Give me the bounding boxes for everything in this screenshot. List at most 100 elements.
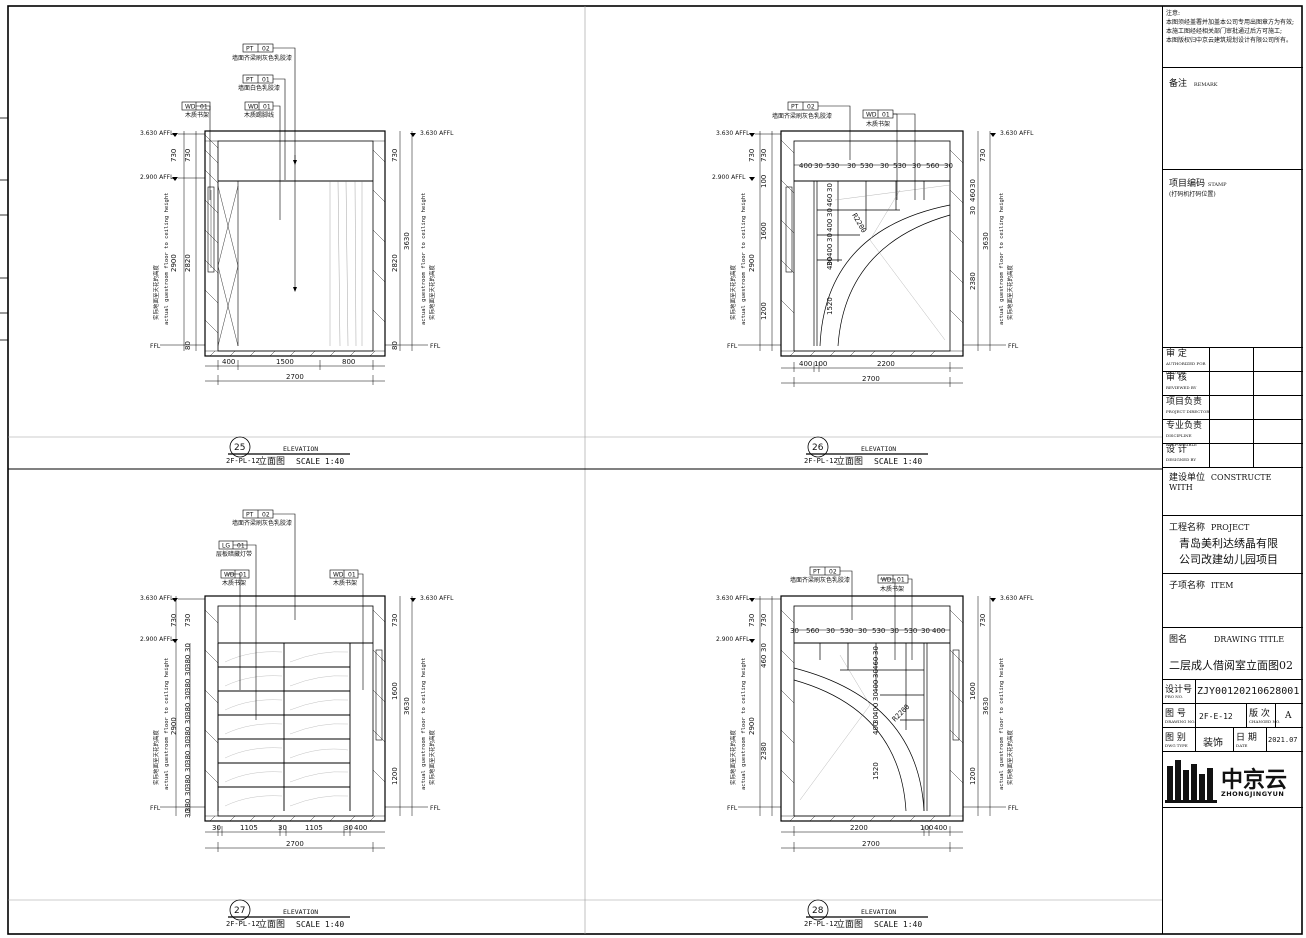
svg-text:3630: 3630 [403, 697, 411, 715]
svg-text:01: 01 [262, 77, 270, 84]
project-number-label-en: STAMP [1207, 182, 1227, 188]
svg-text:27: 27 [234, 906, 245, 916]
svg-text:30: 30 [184, 643, 192, 652]
design-number-row: 设计号 PRO NO. ZJY00120210628001 [1163, 680, 1303, 704]
svg-text:80: 80 [391, 341, 399, 350]
svg-text:730: 730 [760, 614, 768, 627]
svg-text:FFL: FFL [727, 805, 738, 812]
svg-text:3.630 AFFL: 3.630 AFFL [1000, 130, 1034, 137]
svg-text:30: 30 [760, 643, 768, 652]
svg-text:01: 01 [897, 577, 905, 584]
svg-text:1200: 1200 [969, 767, 977, 785]
project-name-label-en: PROJECT [1210, 523, 1250, 532]
svg-text:墙面齐梁刷灰色乳胶漆: 墙面齐梁刷灰色乳胶漆 [232, 519, 292, 527]
svg-text:木质踢脚线: 木质踢脚线 [244, 111, 274, 119]
logo-text: 中京云 [1221, 767, 1288, 793]
constructor-section: 建设单位 CONSTRUCTE WITH [1163, 468, 1303, 516]
svg-text:560: 560 [806, 627, 819, 635]
svg-text:2F-PL-12: 2F-PL-12 [804, 920, 838, 928]
svg-text:立面图: 立面图 [836, 918, 863, 930]
svg-text:FFL: FFL [727, 343, 738, 350]
svg-text:380: 380 [184, 799, 192, 812]
svg-text:墙面齐梁刷灰色乳胶漆: 墙面齐梁刷灰色乳胶漆 [772, 112, 832, 120]
svg-text:400: 400 [826, 257, 834, 270]
svg-text:实际地面至天花的高度: 实际地面至天花的高度 [729, 264, 737, 320]
svg-text:实际地面至天花的高度: 实际地面至天花的高度 [1006, 264, 1014, 320]
svg-text:30: 30 [872, 646, 880, 655]
svg-text:actual guestroom floor to ceil: actual guestroom floor to ceiling height [421, 193, 427, 325]
svg-text:1520: 1520 [826, 297, 834, 315]
svg-text:30: 30 [790, 627, 799, 635]
svg-text:01: 01 [882, 112, 890, 119]
design-number-label: 设计号 [1165, 685, 1193, 695]
svg-text:actual guestroom floor to ceil: actual guestroom floor to ceiling height [164, 658, 170, 790]
svg-text:800: 800 [342, 358, 355, 366]
remarks-label: 备注 [1169, 79, 1188, 89]
svg-text:400: 400 [826, 244, 834, 257]
svg-text:2.900 AFFL: 2.900 AFFL [712, 174, 746, 181]
signature-role-en: AUTHORIZED FOR ISSUE BY [1166, 361, 1206, 375]
svg-text:30: 30 [872, 692, 880, 701]
svg-text:SCALE 1:40: SCALE 1:40 [874, 920, 922, 929]
svg-text:400: 400 [354, 824, 367, 832]
svg-text:1600: 1600 [391, 682, 399, 700]
svg-text:实际地面至天花的高度: 实际地面至天花的高度 [729, 729, 737, 785]
svg-text:560: 560 [926, 162, 939, 170]
svg-text:ELEVATION: ELEVATION [861, 908, 896, 916]
svg-text:730: 730 [184, 614, 192, 627]
svg-text:2900: 2900 [170, 717, 178, 735]
svg-text:1105: 1105 [305, 824, 323, 832]
svg-text:PT: PT [791, 104, 799, 111]
svg-text:2820: 2820 [184, 254, 192, 272]
svg-text:01: 01 [348, 572, 356, 579]
svg-text:530: 530 [826, 162, 839, 170]
svg-text:530: 530 [840, 627, 853, 635]
item-label-en: ITEM [1210, 581, 1234, 590]
svg-text:3630: 3630 [982, 232, 990, 250]
svg-text:30: 30 [912, 162, 921, 170]
svg-text:3.630 AFFL: 3.630 AFFL [1000, 595, 1034, 602]
category-label: 图 别 [1165, 733, 1186, 743]
svg-text:实际地面至天花的高度: 实际地面至天花的高度 [1006, 729, 1014, 785]
svg-text:400: 400 [826, 219, 834, 232]
drawing-number-label-en: DRAWING NO. [1165, 719, 1196, 724]
svg-text:530: 530 [872, 627, 885, 635]
signature-row: 审 定 AUTHORIZED FOR ISSUE BY [1163, 348, 1303, 375]
svg-text:墙面白色乳胶漆: 墙面白色乳胶漆 [238, 84, 280, 92]
svg-text:460: 460 [826, 194, 834, 207]
svg-text:730: 730 [748, 149, 756, 162]
design-number-label-en: PRO NO. [1165, 694, 1184, 699]
title-block: 注意: 本图须经盖署并加盖本公司专用出图章方为有效; 本施工图经经相关部门审批通… [1162, 6, 1303, 934]
drawing-number-label: 图 号 [1165, 709, 1186, 719]
svg-text:WD: WD [881, 577, 892, 584]
project-number-note: (打码机打码位置) [1169, 191, 1216, 198]
svg-text:1200: 1200 [760, 302, 768, 320]
svg-text:730: 730 [391, 149, 399, 162]
svg-text:30: 30 [921, 627, 930, 635]
svg-text:730: 730 [760, 149, 768, 162]
svg-text:actual guestroom floor to ceil: actual guestroom floor to ceiling height [999, 193, 1005, 325]
svg-text:380: 380 [184, 727, 192, 740]
revision-value: A [1285, 711, 1292, 721]
svg-text:30: 30 [858, 627, 867, 635]
date-value: 2021.07 [1268, 736, 1298, 744]
constructor-label-en: CONSTRUCTE WITH [1169, 473, 1272, 492]
svg-text:2200: 2200 [850, 824, 868, 832]
svg-text:530: 530 [860, 162, 873, 170]
svg-text:ELEVATION: ELEVATION [861, 445, 896, 453]
svg-text:100: 100 [760, 175, 768, 188]
svg-text:26: 26 [812, 443, 824, 453]
svg-text:SCALE 1:40: SCALE 1:40 [874, 457, 922, 466]
category-row: 图 别 DWG TYPE 装饰 日 期 DATE 2021.07 [1163, 728, 1303, 752]
svg-text:730: 730 [979, 614, 987, 627]
svg-text:380: 380 [184, 655, 192, 668]
svg-text:2F-PL-12: 2F-PL-12 [804, 457, 838, 465]
svg-text:1600: 1600 [969, 682, 977, 700]
notes-section: 注意: 本图须经盖署并加盖本公司专用出图章方为有效; 本施工图经经相关部门审批通… [1163, 6, 1303, 68]
svg-text:30: 30 [826, 627, 835, 635]
svg-text:400: 400 [934, 824, 947, 832]
svg-text:FFL: FFL [1008, 805, 1019, 812]
svg-text:actual guestroom floor to ceil: actual guestroom floor to ceiling height [741, 193, 747, 325]
